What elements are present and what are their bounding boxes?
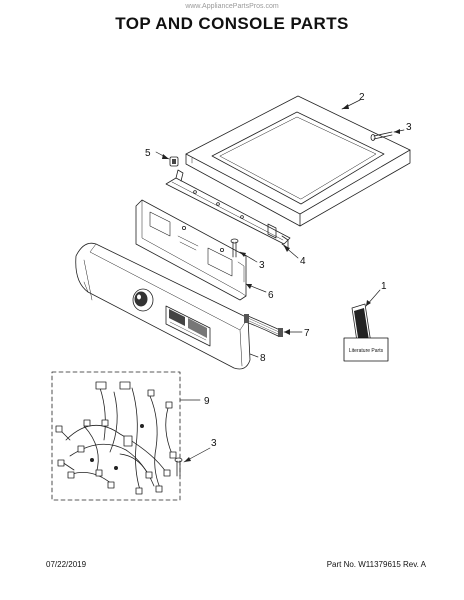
screw-part-middle [230,238,239,258]
wire-harness-part [55,381,177,495]
console-bracket-part [165,169,291,249]
clip-part [169,156,179,167]
screw-part-top [370,131,393,141]
screw-part-lower [174,457,183,477]
callout-8: 8 [260,353,266,364]
literature-label: Literature Parts [349,348,384,354]
console-frame-part [135,199,247,314]
callout-5: 5 [145,148,151,159]
callout-4: 4 [300,256,306,267]
callout-2: 2 [359,92,365,103]
callout-3-middle: 3 [259,260,265,271]
top-panel-part [185,95,411,227]
callout-3-top: 3 [406,122,412,133]
callout-7: 7 [304,328,310,339]
harness-box [51,371,181,501]
ribbon-cable-part [244,314,283,337]
callout-9: 9 [204,396,210,407]
footer-date: 07/22/2019 [46,560,87,569]
console-panel-part [75,242,251,370]
watermark: www.AppliancePartsPros.com [185,3,279,10]
leader-arrowheads [162,104,400,462]
page-title: TOP AND CONSOLE PARTS [115,14,349,33]
callout-6: 6 [268,290,274,301]
footer-part-number: Part No. W11379615 Rev. A [326,560,426,569]
callout-3-lower: 3 [211,438,217,449]
callout-1: 1 [381,281,387,292]
literature-label-box [343,337,389,362]
